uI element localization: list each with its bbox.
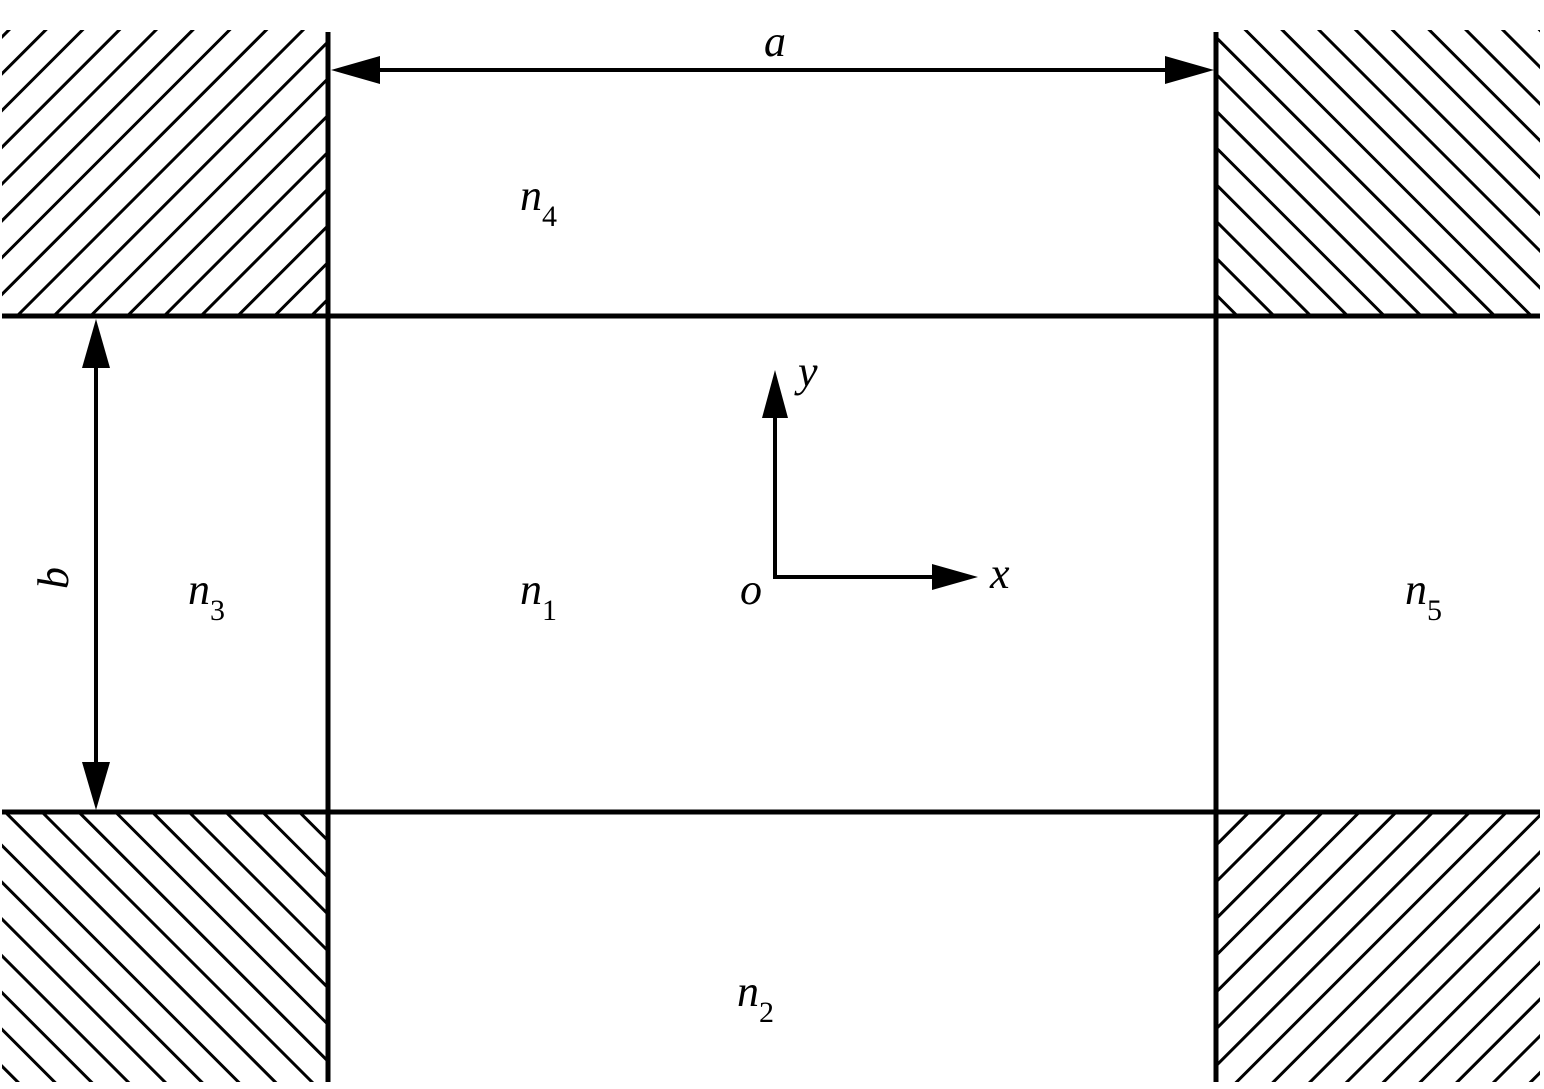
hatch-top-right: [1216, 30, 1540, 316]
region-n2-label: n2: [737, 967, 774, 1029]
hatch-bottom-left: [2, 812, 328, 1082]
region-n1-label: n1: [520, 565, 557, 627]
dimension-a-label: a: [764, 17, 786, 66]
coordinate-axes: [762, 370, 978, 590]
axis-x-label: x: [989, 549, 1010, 598]
origin-label: o: [740, 565, 762, 614]
dimension-b-label: b: [29, 567, 78, 589]
region-n4-label: n4: [520, 171, 557, 233]
hatch-bottom-right: [1216, 812, 1540, 1082]
hatch-top-left: [2, 30, 328, 316]
region-n5-label: n5: [1405, 565, 1442, 627]
axis-y-label: y: [794, 347, 818, 396]
region-n3-label: n3: [188, 565, 225, 627]
dimension-a-arrow: [331, 56, 1214, 84]
dimension-b-arrow: [82, 319, 110, 810]
